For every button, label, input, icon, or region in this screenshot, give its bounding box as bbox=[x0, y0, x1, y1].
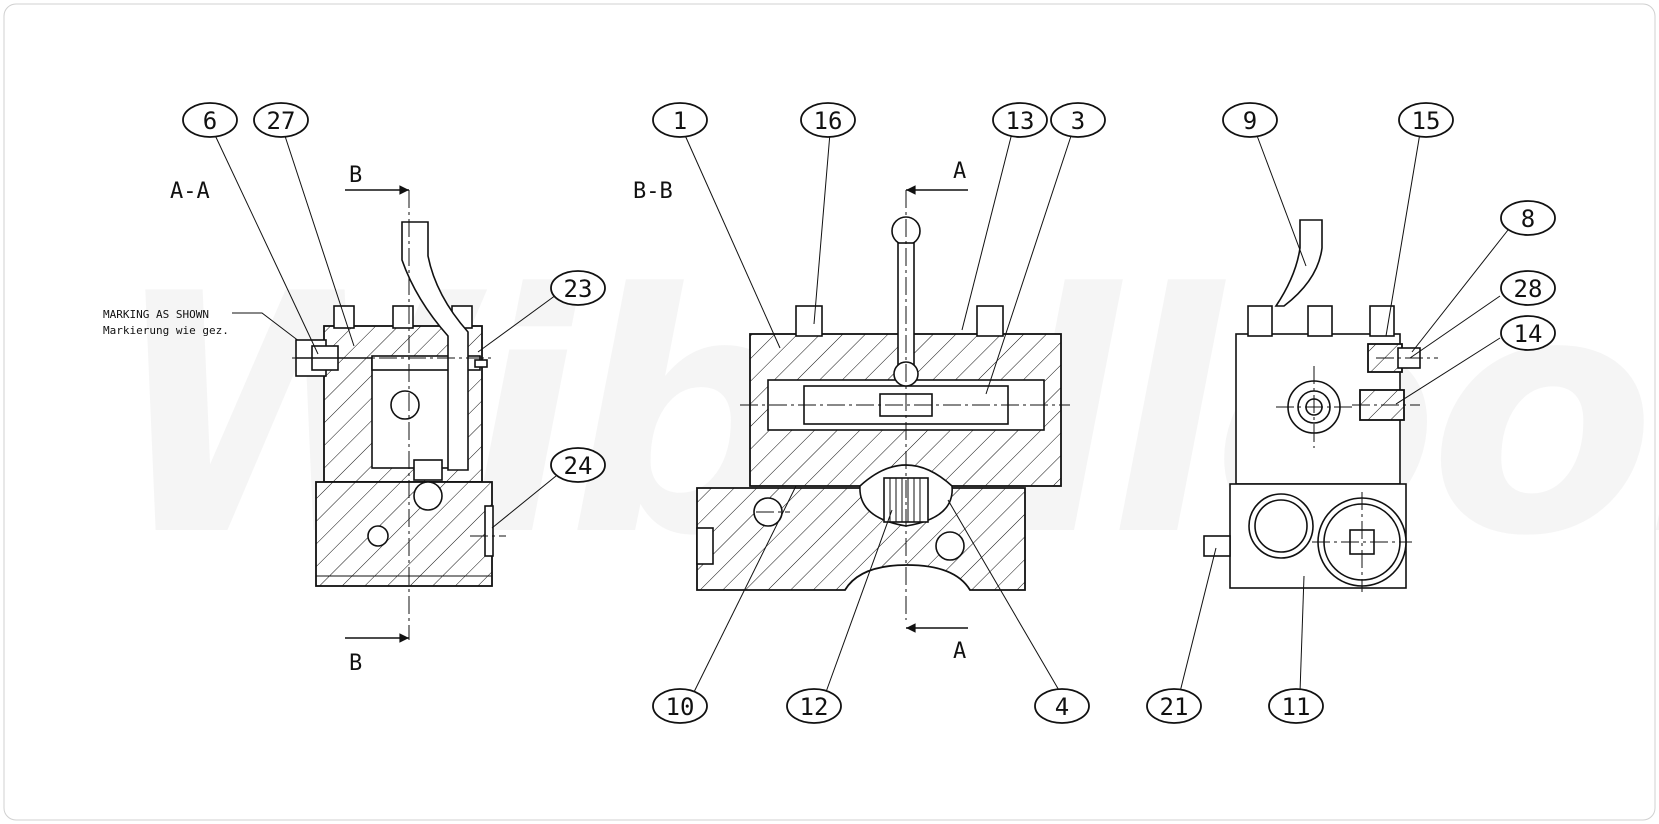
view-label-b-b: B-B bbox=[633, 179, 673, 204]
balloon-9: 9 bbox=[1222, 102, 1278, 138]
balloon-outline bbox=[550, 270, 606, 306]
balloons: 6 27 23 24 1 16 13 3 10 12 4 9 15 8 28 14 21 11 bbox=[182, 102, 1556, 724]
balloon-number: 15 bbox=[1412, 107, 1441, 135]
balloon-number: 11 bbox=[1282, 693, 1311, 721]
view-b-b: B-B A A bbox=[633, 159, 1070, 664]
balloon-number: 8 bbox=[1521, 205, 1535, 233]
balloon-number: 28 bbox=[1514, 275, 1543, 303]
balloon-outline bbox=[550, 447, 606, 483]
section-marker-b-top: B bbox=[349, 163, 362, 188]
balloon-number: 21 bbox=[1160, 693, 1189, 721]
balloon-6: 6 bbox=[182, 102, 238, 138]
note-line1: MARKING AS SHOWN bbox=[103, 308, 209, 321]
balloon-outline bbox=[1500, 270, 1556, 306]
balloon-24: 24 bbox=[550, 447, 606, 483]
balloon-10: 10 bbox=[652, 688, 708, 724]
balloon-outline bbox=[652, 688, 708, 724]
balloon-15: 15 bbox=[1398, 102, 1454, 138]
balloon-outline bbox=[786, 688, 842, 724]
balloon-13: 13 bbox=[992, 102, 1048, 138]
view-side bbox=[1203, 219, 1438, 592]
balloon-outline bbox=[1034, 688, 1090, 724]
balloon-outline bbox=[1050, 102, 1106, 138]
balloon-number: 10 bbox=[666, 693, 695, 721]
leader-lines bbox=[213, 132, 1509, 693]
balloon-shapes: 6 27 23 24 1 16 13 3 10 12 4 9 15 8 28 14 21 11 bbox=[182, 102, 1556, 724]
balloon-number: 9 bbox=[1243, 107, 1257, 135]
balloon-23: 23 bbox=[550, 270, 606, 306]
sheet-border bbox=[3, 3, 1656, 821]
section-marker-a-top: A bbox=[953, 159, 966, 184]
balloon-28: 28 bbox=[1500, 270, 1556, 306]
note-line2: Markierung wie gez. bbox=[103, 324, 229, 337]
balloon-outline bbox=[992, 102, 1048, 138]
balloon-number: 16 bbox=[814, 107, 843, 135]
balloon-number: 24 bbox=[564, 452, 593, 480]
balloon-number: 4 bbox=[1055, 693, 1069, 721]
section-marker-a-bottom: A bbox=[953, 639, 966, 664]
view-label-a-a: A-A bbox=[170, 179, 210, 204]
balloon-4: 4 bbox=[1034, 688, 1090, 724]
balloon-16: 16 bbox=[800, 102, 856, 138]
balloon-outline bbox=[652, 102, 708, 138]
balloon-outline bbox=[1500, 315, 1556, 351]
balloon-outline bbox=[1398, 102, 1454, 138]
balloon-27: 27 bbox=[253, 102, 309, 138]
balloon-number: 23 bbox=[564, 275, 593, 303]
balloon-number: 1 bbox=[673, 107, 687, 135]
balloon-1: 1 bbox=[652, 102, 708, 138]
balloon-8: 8 bbox=[1500, 200, 1556, 236]
section-marker-b-bottom: B bbox=[349, 651, 362, 676]
balloon-14: 14 bbox=[1500, 315, 1556, 351]
balloon-outline bbox=[1500, 200, 1556, 236]
balloon-number: 13 bbox=[1006, 107, 1035, 135]
balloon-outline bbox=[800, 102, 856, 138]
balloon-12: 12 bbox=[786, 688, 842, 724]
balloon-11: 11 bbox=[1268, 688, 1324, 724]
balloon-number: 14 bbox=[1514, 320, 1543, 348]
balloon-3: 3 bbox=[1050, 102, 1106, 138]
balloon-number: 3 bbox=[1071, 107, 1085, 135]
balloon-number: 27 bbox=[267, 107, 296, 135]
balloon-outline bbox=[1222, 102, 1278, 138]
balloon-outline bbox=[1146, 688, 1202, 724]
balloon-outline bbox=[253, 102, 309, 138]
balloon-outline bbox=[182, 102, 238, 138]
balloon-number: 12 bbox=[800, 693, 829, 721]
balloon-number: 6 bbox=[203, 107, 217, 135]
view-a-a: A-A MARKING AS SHOWN Markierung wie gez. bbox=[103, 163, 506, 676]
balloon-outline bbox=[1268, 688, 1324, 724]
balloon-21: 21 bbox=[1146, 688, 1202, 724]
